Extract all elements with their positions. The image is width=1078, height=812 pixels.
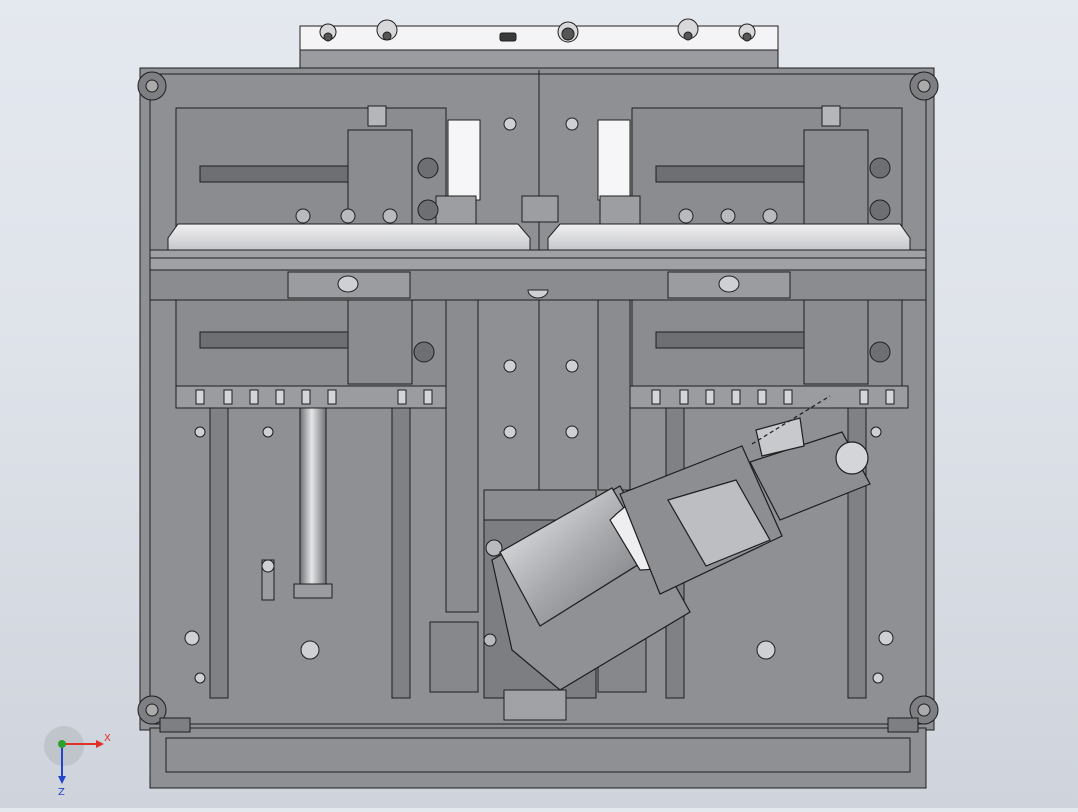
top-cover <box>299 25 779 71</box>
clamp-slots <box>195 389 895 405</box>
drag-chains <box>445 299 631 613</box>
corner-feet <box>137 71 939 733</box>
x-axis-label: X <box>104 733 111 744</box>
upper-right-module <box>521 105 903 229</box>
pneumatic-cylinder <box>261 407 333 601</box>
lower-left-module <box>175 299 453 409</box>
lower-right-module <box>629 299 909 409</box>
coordinate-triad: X Z <box>44 726 111 798</box>
upper-left-module <box>175 105 481 229</box>
cross-beam <box>149 269 927 301</box>
robot-arm <box>491 395 871 691</box>
mounting-holes <box>184 117 894 684</box>
tray-panels <box>149 223 927 271</box>
z-axis-label: Z <box>58 787 65 798</box>
top-knobs <box>319 18 756 43</box>
